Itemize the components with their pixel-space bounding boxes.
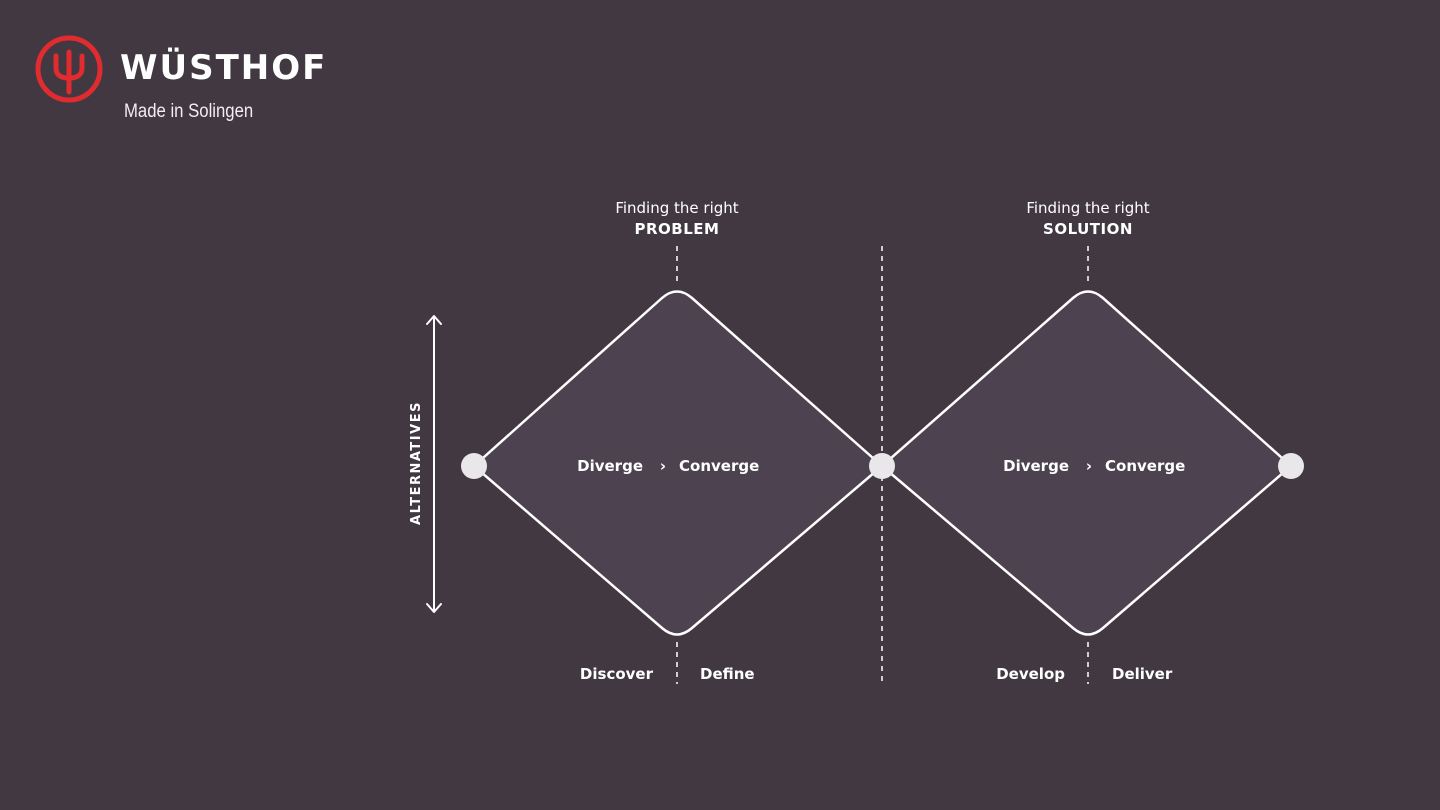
alternatives-label: ALTERNATIVES	[409, 401, 424, 525]
phase-define: Define	[700, 665, 755, 683]
problem-heading-light: Finding the right	[615, 199, 738, 217]
problem-converge-label: Converge	[679, 457, 759, 475]
brand-logo: WÜSTHOF Made in Solingen	[34, 34, 414, 134]
brand-tagline: Made in Solingen	[124, 101, 254, 122]
phase-discover: Discover	[580, 665, 654, 683]
phase-deliver: Deliver	[1112, 665, 1173, 683]
diamond-problem	[472, 290, 884, 636]
problem-heading-bold: PROBLEM	[635, 220, 720, 238]
solution-converge-label: Converge	[1105, 457, 1185, 475]
brand-name: WÜSTHOF	[120, 48, 328, 88]
phase-develop: Develop	[996, 665, 1065, 683]
solution-heading-light: Finding the right	[1026, 199, 1149, 217]
problem-separator: ›	[660, 457, 666, 475]
end-node	[1278, 453, 1304, 479]
middle-node	[869, 453, 895, 479]
trident-logo-icon	[35, 35, 103, 103]
start-node	[461, 453, 487, 479]
solution-diverge-label: Diverge	[1003, 457, 1069, 475]
solution-separator: ›	[1086, 457, 1092, 475]
solution-heading-bold: SOLUTION	[1043, 220, 1133, 238]
problem-diverge-label: Diverge	[577, 457, 643, 475]
alternatives-arrow	[426, 315, 442, 613]
